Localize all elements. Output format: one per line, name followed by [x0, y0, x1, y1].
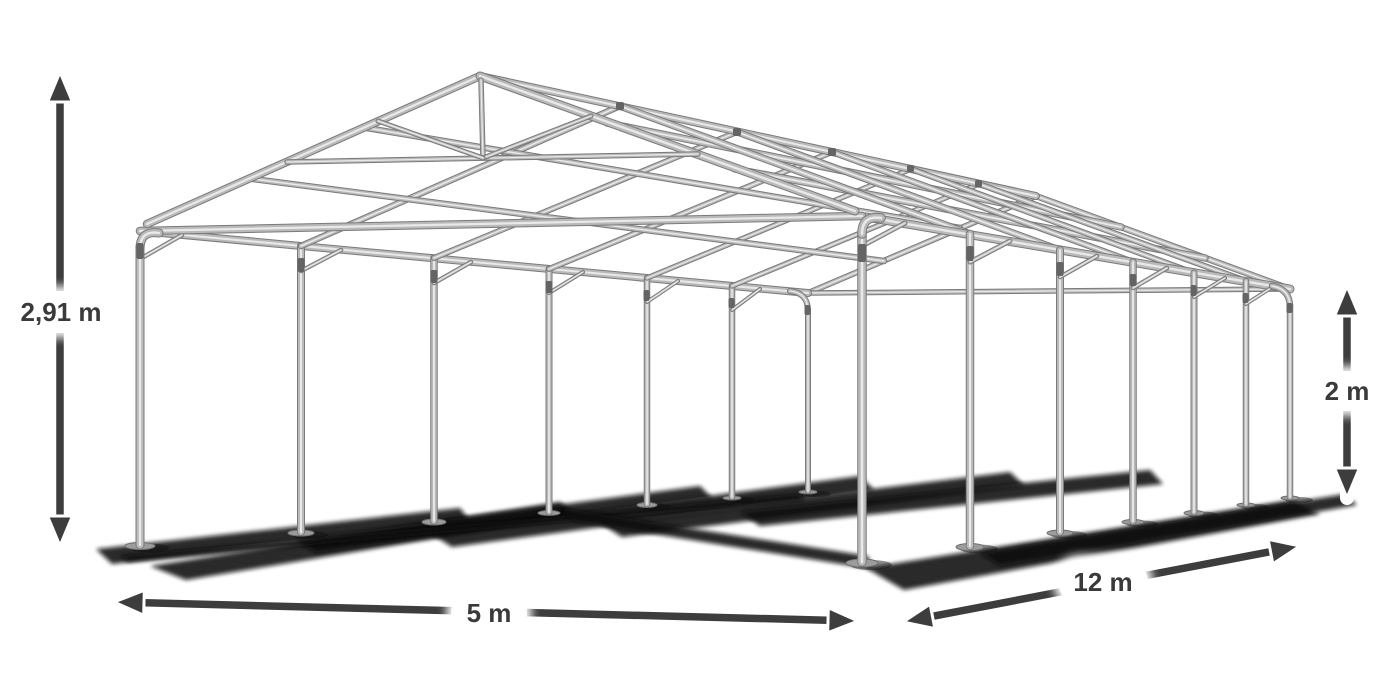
steel-tube-frame: [135, 71, 1295, 567]
dimension-label-width: 5 m: [451, 592, 527, 634]
pipe-connectors: [136, 102, 1293, 315]
dimension-label-length: 12 m: [1058, 560, 1148, 604]
dimension-label-ridge-height: 2,91 m: [11, 291, 111, 333]
dimension-label-side-height: 2 m: [1308, 371, 1386, 411]
